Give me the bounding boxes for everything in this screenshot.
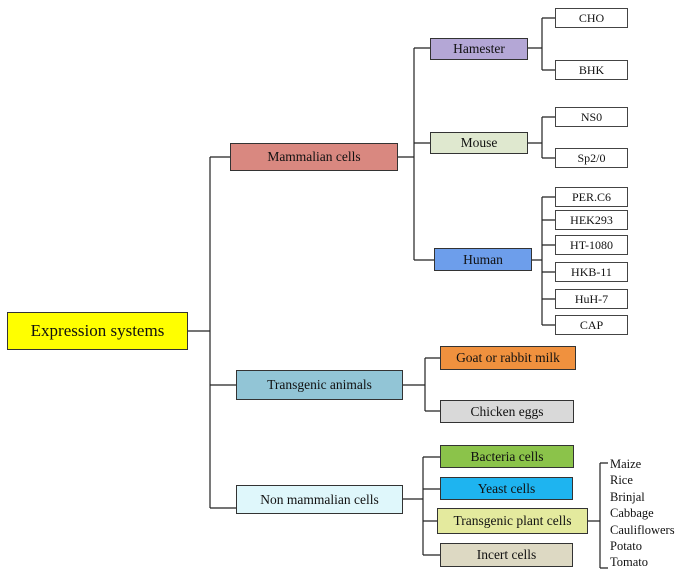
plant-item: Potato <box>610 539 642 554</box>
cell-line-cap: CAP <box>555 315 628 335</box>
species-label: Human <box>463 251 503 267</box>
category-mammalian: Mammalian cells <box>230 143 398 171</box>
plant-item: Rice <box>610 473 633 488</box>
non-mammalian-yeast: Yeast cells <box>440 477 573 500</box>
cell-line-per-c6: PER.C6 <box>555 187 628 207</box>
category-label: Non mammalian cells <box>260 491 379 507</box>
plant-list: Maize Rice Brinjal Cabbage Cauliflowers … <box>610 456 675 571</box>
plant-item: Brinjal <box>610 489 645 504</box>
species-mouse: Mouse <box>430 132 528 154</box>
root-label: Expression systems <box>30 321 165 340</box>
category-non-mammalian: Non mammalian cells <box>236 485 403 514</box>
cell-line-sp2-0: Sp2/0 <box>555 148 628 168</box>
category-label: Mammalian cells <box>267 149 361 164</box>
plant-item: Tomato <box>610 555 649 570</box>
plant-item: Cabbage <box>610 506 654 521</box>
species-label: Mouse <box>460 135 498 150</box>
transgenic-goat-rabbit-milk: Goat or rabbit milk <box>440 346 576 370</box>
plant-item: Cauliflowers <box>610 522 675 537</box>
plant-item: Maize <box>610 457 642 471</box>
species-label: Hamester <box>453 41 505 56</box>
non-mammalian-bacteria: Bacteria cells <box>440 445 574 468</box>
species-hamster: Hamester <box>430 38 528 60</box>
species-human: Human <box>434 248 532 271</box>
non-mammalian-incert: Incert cells <box>440 543 573 567</box>
cell-line-ht-1080: HT-1080 <box>555 235 628 255</box>
cell-line-hkb-11: HKB-11 <box>555 262 628 282</box>
cell-line-ns0: NS0 <box>555 107 628 127</box>
cell-line-bhk: BHK <box>555 60 628 80</box>
root-node: Expression systems <box>7 312 188 350</box>
category-transgenic: Transgenic animals <box>236 370 403 400</box>
cell-line-huh-7: HuH-7 <box>555 289 628 309</box>
cell-line-cho: CHO <box>555 8 628 28</box>
non-mammalian-transgenic-plant: Transgenic plant cells <box>437 508 588 534</box>
category-label: Transgenic animals <box>267 377 372 392</box>
transgenic-chicken-eggs: Chicken eggs <box>440 400 574 423</box>
cell-line-hek293: HEK293 <box>555 210 628 230</box>
